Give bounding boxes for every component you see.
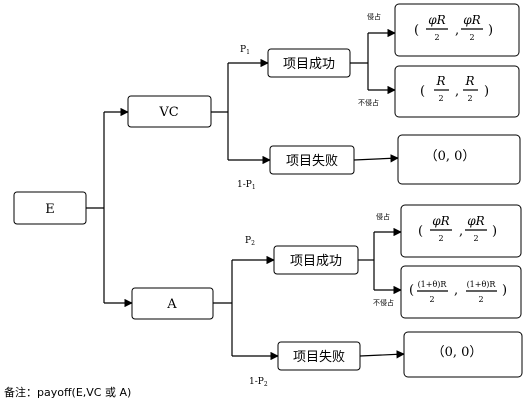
node-e: E xyxy=(13,191,87,225)
svg-text:2: 2 xyxy=(467,94,472,103)
node-vc-success-label: 项目成功 xyxy=(283,57,335,72)
svg-text:φR: φR xyxy=(428,13,445,27)
svg-text:(1+θ)R: (1+θ)R xyxy=(418,280,448,289)
svg-text:R: R xyxy=(435,74,445,88)
svg-text:2: 2 xyxy=(438,234,443,243)
connectors xyxy=(86,28,405,361)
payoff-a-failure: （0, 0） xyxy=(403,331,523,378)
svg-text:,: , xyxy=(459,224,463,239)
svg-text:): ) xyxy=(488,23,493,38)
svg-text:,: , xyxy=(455,23,459,38)
node-e-label: E xyxy=(45,202,55,217)
svg-text:2: 2 xyxy=(434,33,439,42)
svg-text:φR: φR xyxy=(432,214,449,228)
node-vc-label: VC xyxy=(158,105,178,120)
svg-text:(: ( xyxy=(409,283,414,298)
svg-text:(: ( xyxy=(414,23,419,38)
svg-text:φR: φR xyxy=(467,214,484,228)
branch-vc-q: 1-P1 xyxy=(237,180,256,191)
payoff-vc-no-infringe: ( R 2 , R 2 ) xyxy=(394,65,520,118)
svg-text:2: 2 xyxy=(469,33,474,42)
node-a-label: A xyxy=(166,297,177,312)
node-vc-success: 项目成功 xyxy=(267,48,351,78)
payoff-a-failure-text: （0, 0） xyxy=(432,345,483,360)
branch-vc-p: P1 xyxy=(240,45,250,56)
svg-text:): ) xyxy=(484,84,489,99)
svg-text:(: ( xyxy=(418,224,423,239)
node-a-success-label: 项目成功 xyxy=(290,254,342,269)
branch-a-p: P2 xyxy=(245,236,255,247)
svg-text:(: ( xyxy=(420,84,425,99)
svg-text:): ) xyxy=(492,224,497,239)
node-a-success: 项目成功 xyxy=(273,245,359,275)
node-vc-failure: 项目失败 xyxy=(269,145,355,175)
svg-text:2: 2 xyxy=(438,94,443,103)
svg-text:,: , xyxy=(454,283,458,298)
node-vc-failure-label: 项目失败 xyxy=(286,154,338,169)
svg-text:,: , xyxy=(455,84,459,99)
payoff-a-infringe: ( φR 2 , φR 2 ) xyxy=(400,204,522,258)
svg-text:2: 2 xyxy=(429,295,434,304)
label-vc-no-infringe: 不侵占 xyxy=(358,98,379,107)
payoff-a-no-infringe: ( (1+θ)R 2 , (1+θ)R 2 ) xyxy=(400,265,522,319)
svg-text:2: 2 xyxy=(473,234,478,243)
label-vc-infringe: 侵占 xyxy=(367,12,381,21)
payoff-vc-failure: （0, 0） xyxy=(397,134,521,185)
label-a-no-infringe: 不侵占 xyxy=(373,298,394,307)
node-vc: VC xyxy=(127,95,212,128)
svg-text:φR: φR xyxy=(463,13,480,27)
footnote: 备注：payoff(E,VC 或 A) xyxy=(4,385,131,399)
svg-text:2: 2 xyxy=(478,295,483,304)
node-a: A xyxy=(131,287,214,320)
svg-text:): ) xyxy=(502,283,507,298)
svg-text:(1+θ)R: (1+θ)R xyxy=(467,280,497,289)
payoff-vc-infringe: ( φR 2 , φR 2 ) xyxy=(394,3,520,57)
payoff-vc-failure-text: （0, 0） xyxy=(425,149,476,164)
node-a-failure: 项目失败 xyxy=(277,341,361,371)
svg-text:R: R xyxy=(464,74,474,88)
label-a-infringe: 侵占 xyxy=(376,212,390,221)
branch-a-q: 1-P2 xyxy=(249,377,268,388)
node-a-failure-label: 项目失败 xyxy=(293,350,345,365)
